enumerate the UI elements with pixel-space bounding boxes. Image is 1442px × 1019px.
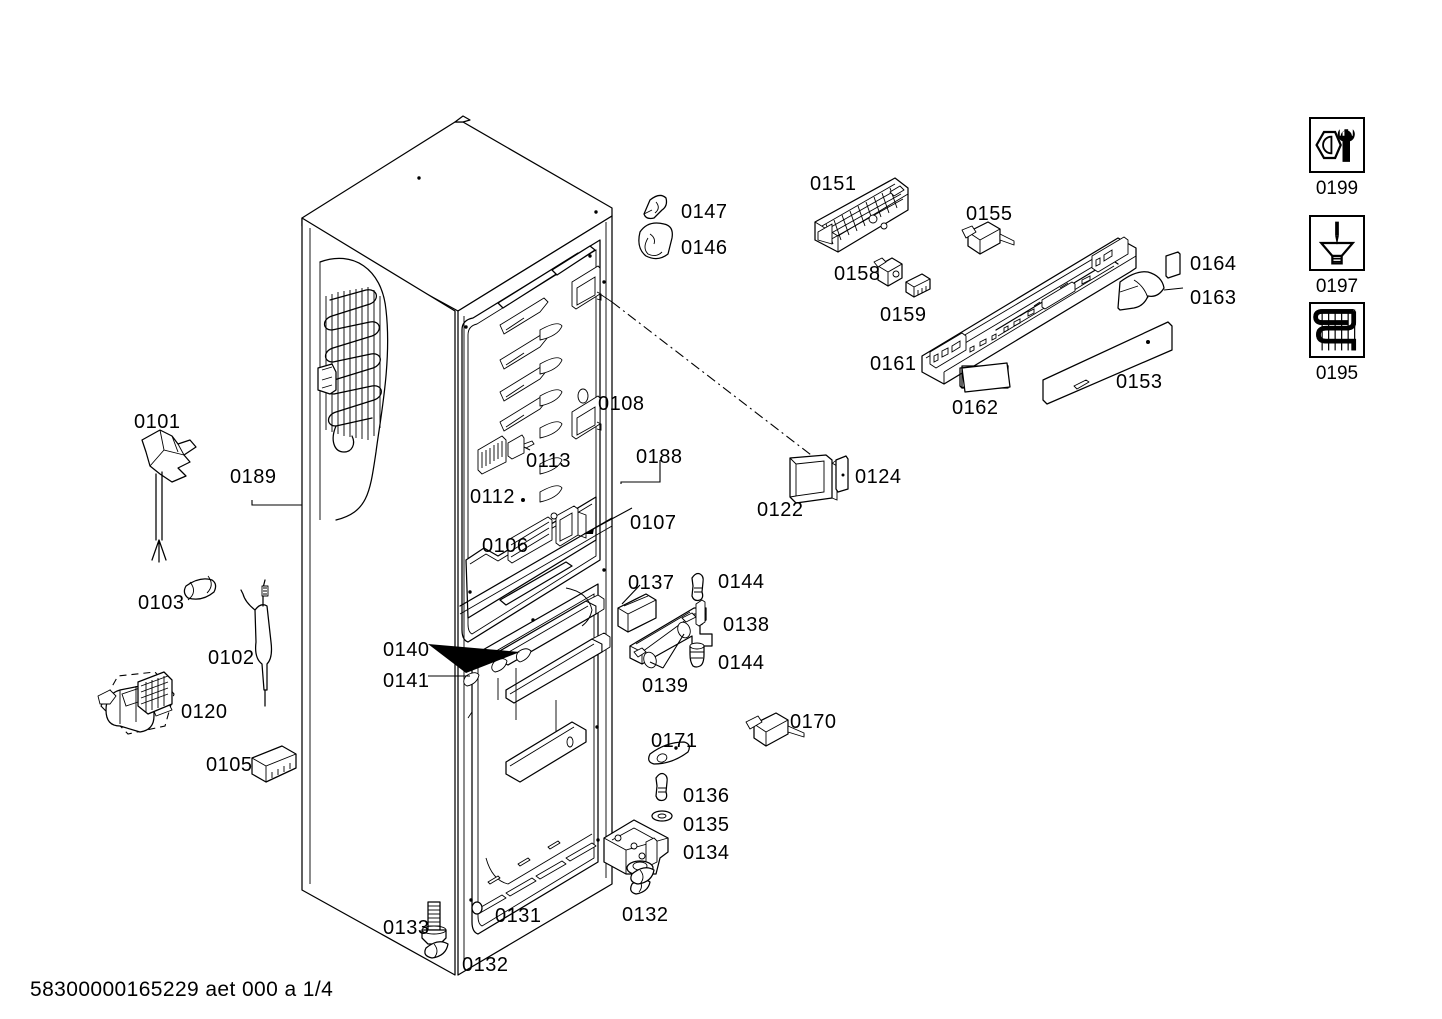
part-0144-hinge-pin-upper	[691, 572, 704, 602]
callout-0171: 0171	[651, 730, 698, 752]
leader-0107	[583, 507, 633, 535]
part-0122-display-frame	[789, 454, 838, 504]
cabinet-assembly-drawing	[301, 115, 613, 976]
callout-0140: 0140	[383, 639, 430, 661]
callout-0147: 0147	[681, 201, 728, 223]
callout-0101: 0101	[134, 411, 181, 433]
part-0132-foot-right	[630, 867, 655, 885]
heating-coil-icon	[1313, 309, 1357, 351]
callout-0135: 0135	[683, 814, 730, 836]
legend-box-0199	[1309, 117, 1365, 173]
callout-0108: 0108	[598, 393, 645, 415]
part-0162-label-plate	[959, 362, 1011, 393]
callout-0112: 0112	[470, 486, 516, 508]
legend-box-0195	[1309, 302, 1365, 358]
callout-0163: 0163	[1190, 287, 1237, 309]
callout-0159: 0159	[880, 304, 927, 326]
part-0146-clip-bracket	[638, 222, 673, 260]
part-0153-trim-strip	[1042, 321, 1173, 405]
part-0102-thermostat	[240, 579, 273, 707]
callout-0170: 0170	[790, 711, 837, 733]
callout-0138: 0138	[723, 614, 770, 636]
legend-number-0197: 0197	[1315, 276, 1359, 297]
callout-0158: 0158	[834, 263, 881, 285]
part-0155-switch-module	[961, 221, 1015, 255]
callout-0146: 0146	[681, 237, 728, 259]
part-0133-leveling-screw	[421, 901, 447, 945]
callout-0151: 0151	[810, 173, 857, 195]
legend-number-0195: 0195	[1315, 363, 1359, 384]
callout-0132-right: 0132	[622, 904, 669, 926]
part-0124-display-clip	[835, 455, 849, 493]
callout-0132-left: 0132	[462, 954, 509, 976]
part-0163-end-cap	[1117, 271, 1184, 311]
part-0147-clip	[643, 194, 668, 220]
legend-box-0197	[1309, 215, 1365, 271]
part-0120-compressor-relay-group	[97, 671, 175, 735]
part-0158-micro-switch	[873, 257, 903, 287]
part-0138-middle-hinge	[629, 599, 713, 665]
callout-0139: 0139	[642, 675, 689, 697]
screwdriver-funnel-icon	[1318, 221, 1356, 265]
callout-0141: 0141	[383, 670, 430, 692]
leader-0189	[251, 500, 302, 506]
callout-0189: 0189	[230, 466, 277, 488]
callout-0103: 0103	[138, 592, 185, 614]
part-0164-end-insert	[1165, 251, 1181, 279]
part-0101-power-cord	[141, 429, 197, 563]
part-0103-capacitor	[183, 575, 217, 601]
part-0136-hinge-bolt	[655, 772, 668, 802]
part-0105-terminal-cover	[251, 745, 297, 783]
leader-dashdot-display	[599, 293, 843, 469]
callout-0136: 0136	[683, 785, 730, 807]
callout-0124: 0124	[855, 466, 902, 488]
leader-0113	[523, 446, 531, 451]
callout-0120: 0120	[181, 701, 228, 723]
callout-0162: 0162	[952, 397, 999, 419]
part-0159-switch-cap	[905, 273, 931, 298]
callout-0122: 0122	[757, 499, 804, 521]
callout-0144-lower: 0144	[718, 652, 765, 674]
callout-0105: 0105	[206, 754, 253, 776]
part-0144-hinge-pin-lower	[689, 642, 705, 668]
part-0131-plug-cap	[471, 901, 483, 915]
callout-0133: 0133	[383, 917, 430, 939]
callout-0106: 0106	[482, 535, 529, 557]
part-0170-door-switch	[745, 712, 805, 747]
callout-0107: 0107	[630, 512, 677, 534]
callout-0153: 0153	[1116, 371, 1163, 393]
callout-0131: 0131	[495, 905, 542, 927]
callout-0164: 0164	[1190, 253, 1237, 275]
callout-0134: 0134	[683, 842, 730, 864]
leader-0188	[620, 460, 661, 484]
callout-0102: 0102	[208, 647, 255, 669]
part-0151-evaporator-grille	[814, 177, 909, 253]
part-0161-control-panel-strip	[921, 236, 1137, 385]
callout-0137: 0137	[628, 572, 675, 594]
part-0137-hinge-cover	[617, 584, 657, 633]
callout-0155: 0155	[966, 203, 1013, 225]
callout-0113: 0113	[526, 450, 572, 472]
leader-0140	[428, 644, 520, 673]
wrench-nut-icon	[1315, 129, 1355, 162]
part-0171-spacer-plate	[648, 741, 690, 765]
sheet-footer-code: 58300000165229 aet 000 a 1/4	[30, 978, 334, 1001]
legend-number-0199: 0199	[1315, 178, 1359, 199]
callout-0144-upper: 0144	[718, 571, 765, 593]
callout-0188: 0188	[636, 446, 683, 468]
callout-0161: 0161	[870, 353, 917, 375]
part-0139-washers	[643, 621, 691, 669]
part-0135-flat-washer	[651, 810, 673, 822]
part-0132-foot-left	[424, 941, 449, 959]
